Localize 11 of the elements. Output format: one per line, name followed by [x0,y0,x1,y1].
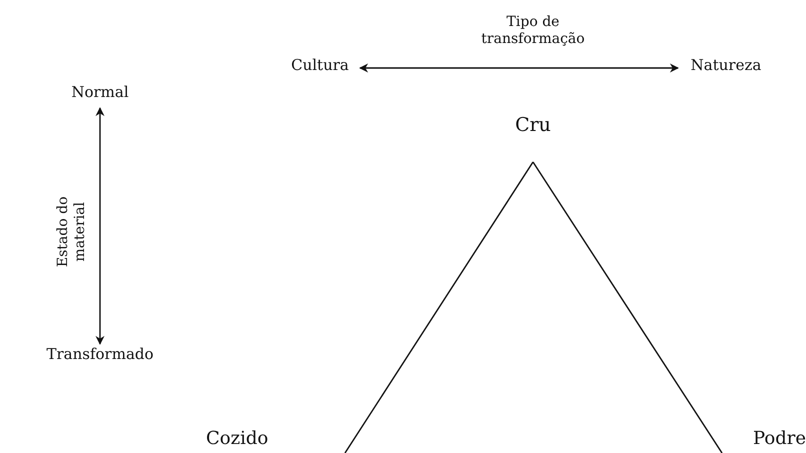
double-arrow [359,64,679,72]
node-label: Cozido [206,428,268,449]
node-label: Natureza [690,56,762,74]
node-label: Transformado [46,345,154,363]
node-label: Podre [753,428,806,449]
triangle-side-line [344,162,534,453]
node-label: Cru [515,114,551,136]
node-label: Normal [71,83,129,101]
node-label: Cultura [291,56,349,74]
triangle-side-line [532,162,723,453]
double-arrow [96,107,104,345]
